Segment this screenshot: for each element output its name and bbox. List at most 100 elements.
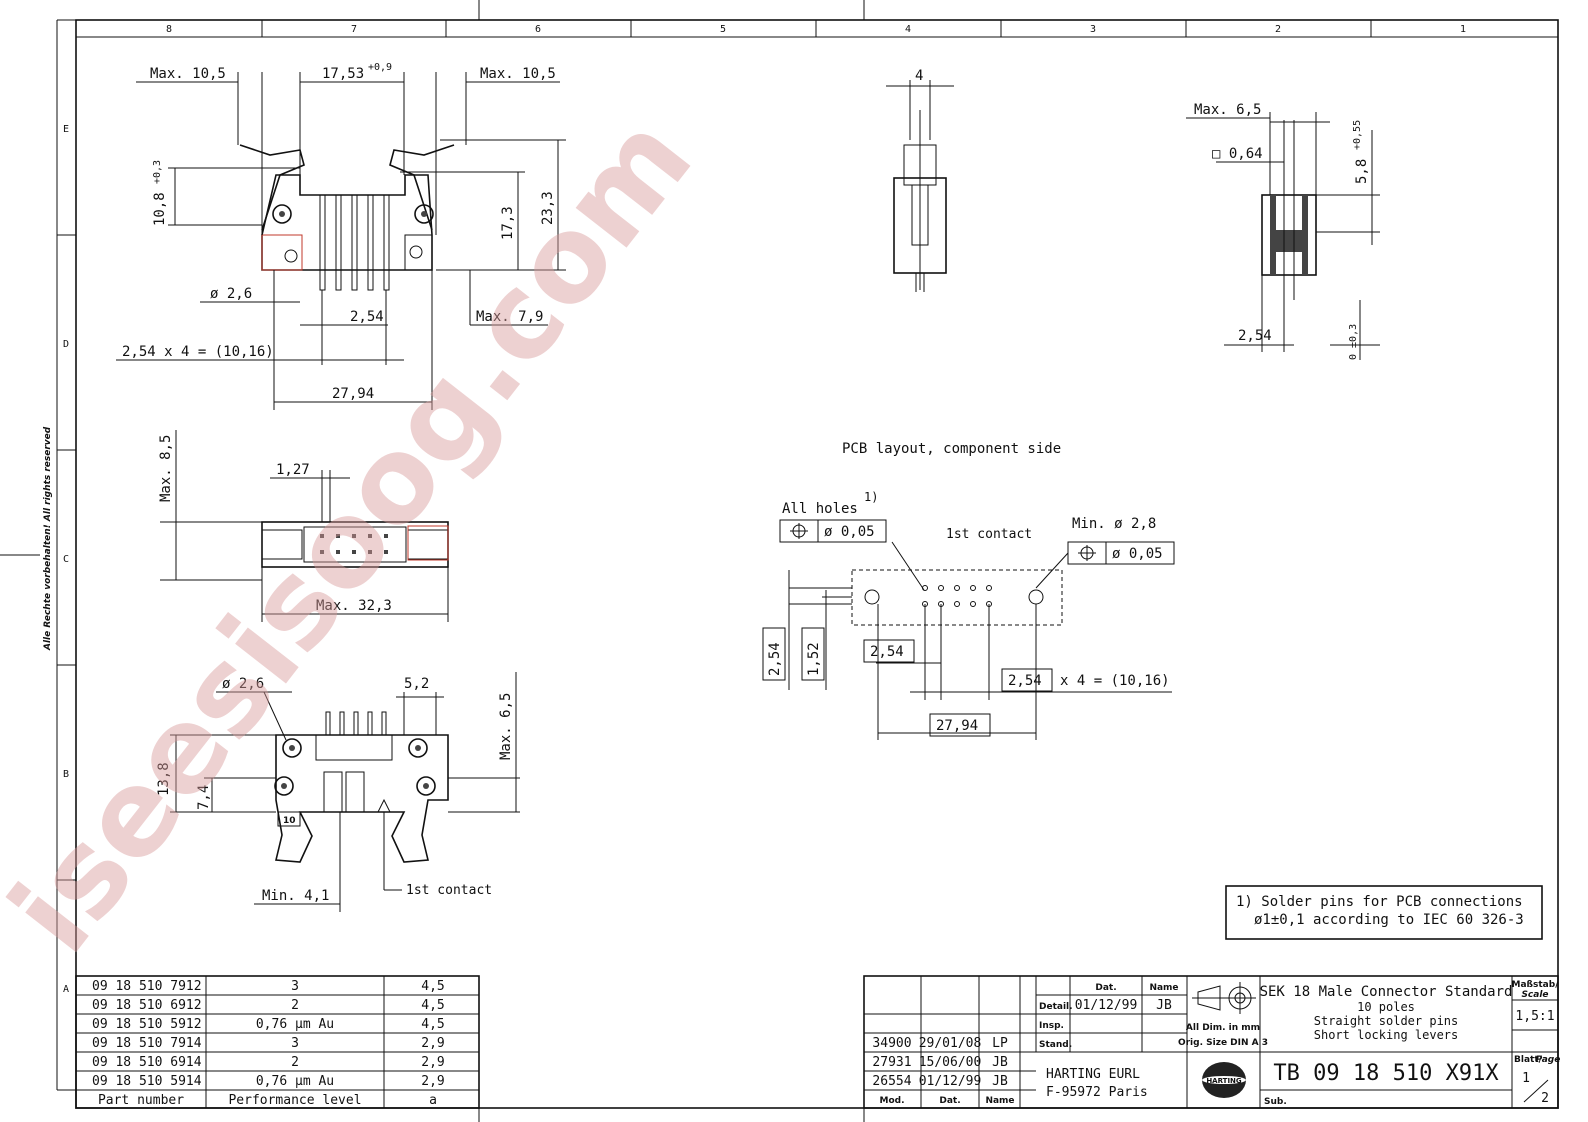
side-view-right: Max. 6,5 □ 0,64 5,8 +0,55 2,54 0 ±0,3 xyxy=(1186,102,1380,360)
pcb-all-holes: All holes xyxy=(782,501,858,517)
parts-cell-number: 09 18 510 6912 xyxy=(92,998,202,1013)
bottom-pin-10-mark: 10 xyxy=(283,816,296,826)
tb-company-line-1: HARTING EURL xyxy=(1046,1067,1140,1082)
parts-cell-number: 09 18 510 5912 xyxy=(92,1017,202,1032)
col-label-7: 7 xyxy=(351,24,357,35)
side-right-dim-max-6-5: Max. 6,5 xyxy=(1194,102,1261,118)
tb-sub-label: Sub. xyxy=(1264,1097,1287,1107)
harting-logo-text: HARTING xyxy=(1206,1077,1242,1085)
parts-row-1: 09 18 510 7912 3 4,5 xyxy=(92,979,445,994)
column-labels: 8 7 6 5 4 3 2 1 xyxy=(166,24,1466,35)
title-block: Dat. Name Detail. 01/12/99 JB Insp. Stan… xyxy=(863,975,1561,1109)
front-dim-17-3: 17,3 xyxy=(500,206,516,240)
tb-detail-label: Detail. xyxy=(1039,1002,1073,1012)
parts-cell-a: 2,9 xyxy=(421,1055,444,1070)
parts-cell-level: 2 xyxy=(291,998,299,1013)
bottom-dim-max-6-5: Max. 6,5 xyxy=(498,693,514,760)
tb-rev-name: LP xyxy=(992,1036,1008,1051)
parts-row-5: 09 18 510 6914 2 2,9 xyxy=(92,1055,445,1070)
col-label-1: 1 xyxy=(1460,24,1466,35)
row-label-a: A xyxy=(63,984,69,995)
bottom-dim-min-4-1: Min. 4,1 xyxy=(262,888,329,904)
front-dim-10-8: 10,8 xyxy=(152,192,168,226)
row-label-c: C xyxy=(63,554,69,565)
tb-rev-mod: 27931 xyxy=(872,1055,911,1070)
parts-cell-level: 3 xyxy=(291,979,299,994)
pcb-hole-grid xyxy=(922,585,992,607)
parts-cell-number: 09 18 510 7914 xyxy=(92,1036,202,1051)
bottom-view: 10 ø 2,6 5,2 Max. 6,5 13,8 7,4 Min. 4,1 … xyxy=(156,672,520,912)
parts-row-6: 09 18 510 5914 0,76 µm Au 2,9 xyxy=(92,1074,445,1089)
row-label-d: D xyxy=(63,339,69,350)
projection-symbol-icon xyxy=(1192,982,1256,1014)
parts-header-level: Performance level xyxy=(228,1093,361,1108)
front-dim-pitch-total: 2,54 x 4 = (10,16) xyxy=(122,344,274,360)
tb-revision-row-3: 26554 01/12/99 JB xyxy=(872,1074,1008,1089)
tb-rev-date: 01/12/99 xyxy=(919,1074,982,1089)
tb-company-line-2: F-95972 Paris xyxy=(1046,1085,1148,1100)
side-right-dim-5-8-tol: +0,55 xyxy=(1352,120,1363,150)
col-label-4: 4 xyxy=(905,24,911,35)
col-label-5: 5 xyxy=(720,24,726,35)
tb-title-line-2: 10 poles xyxy=(1357,1000,1415,1014)
row-label-b: B xyxy=(63,769,69,780)
top-view: Max. 8,5 1,27 Max. 32,3 xyxy=(158,430,449,622)
parts-cell-a: 4,5 xyxy=(421,1017,444,1032)
rights-note: Alle Rechte vorbehalten! All rights rese… xyxy=(43,426,53,651)
tb-rev-header-mod: Mod. xyxy=(879,1096,904,1106)
tb-rev-name: JB xyxy=(992,1074,1008,1089)
pcb-dim-1-52: 1,52 xyxy=(806,642,822,676)
parts-cell-number: 09 18 510 7912 xyxy=(92,979,202,994)
col-label-6: 6 xyxy=(535,24,541,35)
tb-scale-value: 1,5:1 xyxy=(1515,1009,1554,1024)
side-right-dim-5-8: 5,8 xyxy=(1354,159,1370,184)
front-dim-max-right: Max. 10,5 xyxy=(480,66,556,82)
col-label-3: 3 xyxy=(1090,24,1096,35)
pcb-tol2: ø 0,05 xyxy=(1112,546,1163,562)
parts-cell-number: 09 18 510 6914 xyxy=(92,1055,202,1070)
tb-stand-label: Stand. xyxy=(1039,1040,1072,1050)
front-dim-dia: ø 2,6 xyxy=(210,286,252,302)
parts-cell-a: 2,9 xyxy=(421,1074,444,1089)
harting-logo-icon: HARTING xyxy=(1202,1062,1246,1098)
side-right-dim-square: □ 0,64 xyxy=(1212,146,1263,162)
tb-orig-size: Orig. Size DIN A 3 xyxy=(1178,1038,1268,1048)
front-dim-27-94: 27,94 xyxy=(332,386,374,402)
note-line-1: 1) Solder pins for PCB connections xyxy=(1236,894,1523,910)
parts-row-4: 09 18 510 7914 3 2,9 xyxy=(92,1036,445,1051)
parts-cell-a: 2,9 xyxy=(421,1036,444,1051)
pcb-tol1: ø 0,05 xyxy=(824,524,875,540)
bottom-dim-13-8: 13,8 xyxy=(156,762,172,796)
tb-title-line-1: SEK 18 Male Connector Standard xyxy=(1260,984,1513,1000)
tb-drawing-number: TB 09 18 510 X91X xyxy=(1273,1061,1499,1086)
tb-all-dim: All Dim. in mm xyxy=(1186,1023,1260,1033)
side-small-dim-4: 4 xyxy=(915,68,923,84)
tb-scale-label-1: Maßstab/ xyxy=(1512,980,1560,990)
pcb-title: PCB layout, component side xyxy=(842,441,1061,457)
front-view: Max. 10,5 17,53 +0,9 Max. 10,5 10,8 +0,3… xyxy=(116,62,566,410)
side-right-dim-0-3: 0 ±0,3 xyxy=(1348,324,1359,360)
pcb-first-contact: 1st contact xyxy=(946,527,1032,542)
top-dim-max-32-3: Max. 32,3 xyxy=(316,598,392,614)
side-right-dim-2-54: 2,54 xyxy=(1238,328,1272,344)
pcb-min-dia: Min. ø 2,8 xyxy=(1072,516,1156,532)
tb-page-label-2: Page xyxy=(1536,1055,1561,1065)
front-dim-17-53-tol: +0,9 xyxy=(368,62,392,73)
tb-rev-date: 15/06/00 xyxy=(919,1055,982,1070)
tb-revision-row-2: 27931 15/06/00 JB xyxy=(872,1055,1008,1070)
parts-cell-number: 09 18 510 5914 xyxy=(92,1074,202,1089)
tb-detail-name: JB xyxy=(1156,998,1172,1013)
pcb-dim-2-54-row: 2,54 xyxy=(1008,673,1042,689)
tb-title-line-4: Short locking levers xyxy=(1314,1028,1459,1042)
pcb-dim-2-54-vert: 2,54 xyxy=(767,642,783,676)
tb-rev-header-name: Name xyxy=(985,1096,1014,1106)
pcb-layout: PCB layout, component side All holes 1) … xyxy=(762,441,1175,740)
tb-rev-header-date: Dat. xyxy=(939,1096,960,1106)
tb-rev-name: JB xyxy=(992,1055,1008,1070)
tb-revision-row-1: 34900 29/01/08 LP xyxy=(872,1036,1008,1051)
parts-cell-a: 4,5 xyxy=(421,979,444,994)
col-label-2: 2 xyxy=(1275,24,1281,35)
tb-detail-date: 01/12/99 xyxy=(1075,998,1138,1013)
watermark-text: iseesisoog.com xyxy=(0,91,718,977)
